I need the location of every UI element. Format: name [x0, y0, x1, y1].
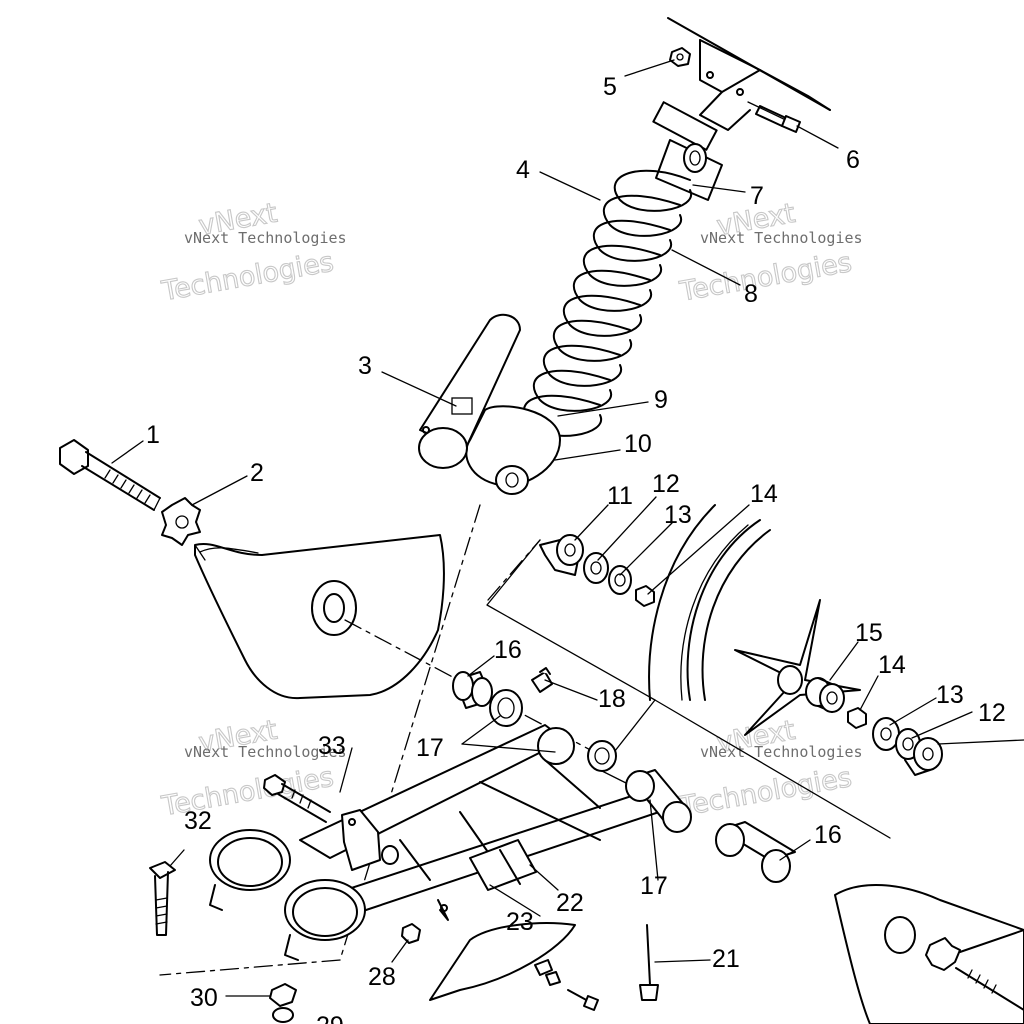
callout-7: 7 [750, 182, 764, 210]
callout-11: 11 [607, 482, 633, 510]
watermark-top-left: vNext vNext Technologies Technologies [158, 197, 347, 308]
callout-30: 30 [190, 984, 218, 1012]
callout-14-lower: 14 [878, 651, 906, 679]
callout-10: 10 [624, 430, 652, 458]
callout-18: 18 [598, 685, 626, 713]
washer-13-upper [608, 565, 632, 595]
grease-fitting-18 [531, 667, 553, 693]
svg-text:vNext Technologies: vNext Technologies [184, 229, 347, 247]
svg-text:Technologies: Technologies [159, 247, 336, 308]
shock-absorber [652, 101, 723, 201]
washer-13-lower [872, 717, 900, 751]
hardware-group-box [486, 539, 891, 839]
star-washer-2 [161, 497, 201, 546]
nut-14-lower [847, 707, 867, 729]
bushing-16-right [715, 821, 796, 883]
chain-guide [429, 899, 576, 1001]
clamp-rings [209, 829, 366, 961]
watermark-top-right: vNext vNext Technologies Technologies [676, 197, 863, 308]
svg-text:Technologies: Technologies [677, 247, 854, 308]
shock-lower-eye [465, 405, 561, 495]
shock-reservoir-3 [418, 313, 521, 469]
pivot-tube-bottom [625, 769, 692, 833]
bushing-16-left [452, 671, 493, 709]
callout-29: 29 [316, 1012, 344, 1024]
callout-12-lower: 12 [978, 699, 1006, 727]
callout-17-left: 17 [416, 734, 444, 762]
callout-22: 22 [556, 889, 584, 917]
svg-text:vNext Technologies: vNext Technologies [700, 229, 863, 247]
right-lower-plate [834, 883, 1024, 1024]
wheel-arcs [648, 504, 771, 701]
nut-28 [401, 923, 421, 944]
callout-23: 23 [506, 908, 534, 936]
bolt-1 [59, 439, 161, 511]
callout-12-upper: 12 [652, 470, 680, 498]
callout-4: 4 [516, 156, 530, 184]
callout-33: 33 [318, 732, 346, 760]
pin-21 [639, 924, 659, 1001]
hardware-30 [269, 983, 297, 1023]
callout-15: 15 [855, 619, 883, 647]
callout-16-left: 16 [494, 636, 522, 664]
bracket-lower-right [904, 737, 943, 776]
hub-spider [734, 599, 861, 736]
callout-17-right: 17 [640, 872, 668, 900]
callout-16-right: 16 [814, 821, 842, 849]
pivot-tube-top [537, 727, 617, 772]
bolt-33 [263, 774, 331, 823]
bolt-32 [149, 861, 176, 936]
callout-13-upper: 13 [664, 501, 692, 529]
mount-nut-5 [669, 47, 691, 67]
svg-text:vNext Technologies: vNext Technologies [184, 743, 347, 761]
callout-labels: 1 2 3 4 5 6 7 8 9 10 11 12 13 14 15 14 1… [146, 73, 1006, 1024]
callout-8: 8 [744, 280, 758, 308]
mount-bolt-6 [747, 101, 801, 133]
pivot-bracket [341, 809, 399, 871]
leader-lines [111, 59, 1024, 997]
callout-14-upper: 14 [750, 480, 778, 508]
svg-text:vNext Technologies: vNext Technologies [700, 743, 863, 761]
upper-mount-bracket [667, 17, 831, 131]
callout-9: 9 [654, 386, 668, 414]
spacer-15 [805, 677, 845, 713]
callout-6: 6 [846, 146, 860, 174]
small-bolts-lower [534, 959, 599, 1011]
bracket-11 [539, 534, 584, 576]
washer-12-upper [583, 552, 609, 584]
callout-2: 2 [250, 459, 264, 487]
svg-text:Technologies: Technologies [677, 762, 854, 823]
callout-3: 3 [358, 352, 372, 380]
callout-13-lower: 13 [936, 681, 964, 709]
callout-32: 32 [184, 807, 212, 835]
callout-28: 28 [368, 963, 396, 991]
callout-5: 5 [603, 73, 617, 101]
nut-14-upper [635, 585, 655, 607]
callout-21: 21 [712, 945, 740, 973]
watermark-bottom-right: vNext vNext Technologies Technologies [676, 714, 863, 823]
callout-1: 1 [146, 421, 160, 449]
left-mount-plate [194, 534, 445, 700]
